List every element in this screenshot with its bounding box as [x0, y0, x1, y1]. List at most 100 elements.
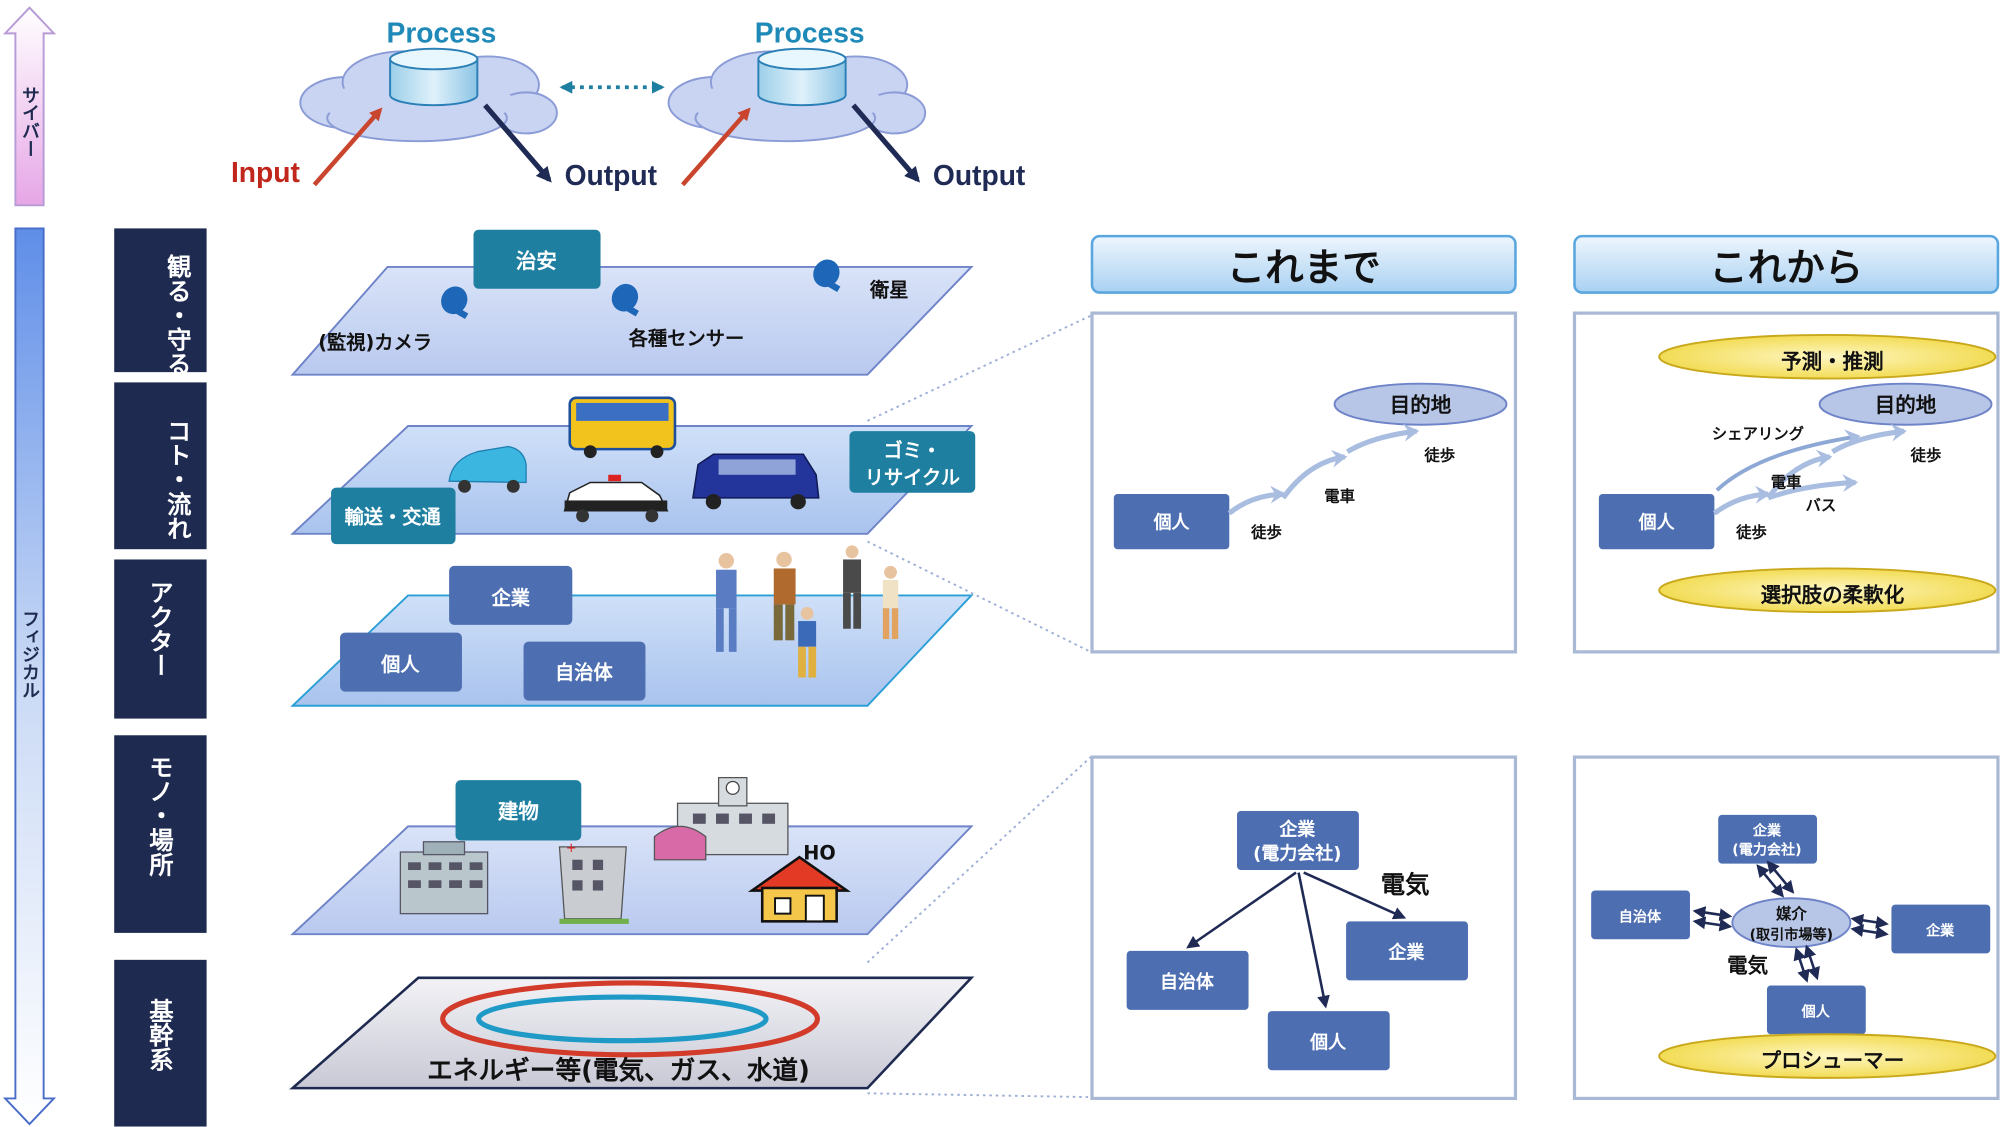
- title-after: これから: [1573, 234, 2000, 294]
- eb-power-company-text-1: 企業: [1278, 818, 1315, 840]
- eb-power-company-text-2: (電力会社): [1253, 843, 1341, 865]
- tag-transport: 輸送・交通: [331, 487, 456, 545]
- layer-label-observe: 観る・守る: [114, 228, 207, 377]
- police-car-icon: [563, 474, 669, 523]
- ma-person: 個人: [1598, 494, 1715, 550]
- database-cylinder-2: [757, 47, 847, 107]
- ma-destination: 目的地: [1818, 382, 1993, 426]
- database-cylinder-1: [389, 47, 479, 107]
- physical-side-arrow: フィジカル: [2, 227, 57, 1126]
- van-icon: [692, 453, 820, 510]
- mb-person: 個人: [1113, 494, 1230, 550]
- eb-power-company: 企業 (電力会社): [1237, 810, 1359, 871]
- ea-enterprise-text: 企業: [1925, 922, 1955, 939]
- tag-company-text: 企業: [490, 586, 530, 609]
- ma-route-arrows: [1712, 423, 1907, 516]
- ma-train: 電車: [1771, 473, 1802, 492]
- layer-label-flow-text: コト・流れ: [164, 418, 193, 540]
- tag-municipality-text: 自治体: [555, 661, 613, 684]
- ma-walk2: 徒歩: [1910, 446, 1942, 465]
- input-label: Input: [231, 156, 301, 188]
- process-label-1: Process: [387, 16, 497, 48]
- hospital-icon: +: [558, 841, 629, 924]
- layer-label-actor: アクター: [114, 559, 207, 719]
- tag-security-text: 治安: [516, 249, 557, 273]
- car-icon-cyan: [448, 445, 527, 493]
- input-arrow-1: [312, 107, 383, 187]
- svg-text:+: +: [566, 841, 577, 856]
- sensor-icon: [611, 283, 639, 317]
- eb-arrows: [1186, 871, 1407, 1009]
- physical-label: フィジカル: [19, 610, 40, 700]
- people-icon: [716, 545, 899, 678]
- process-label-2: Process: [755, 16, 865, 48]
- ma-flexible: 選択肢の柔軟化: [1658, 567, 1997, 614]
- ma-destination-text: 目的地: [1875, 393, 1937, 417]
- output-arrow-2: [851, 103, 921, 183]
- output-label-2: Output: [933, 159, 1026, 191]
- ma-sharing: シェアリング: [1712, 424, 1805, 443]
- house-icon: HO: [747, 842, 851, 923]
- eb-enterprise: 企業: [1346, 921, 1468, 981]
- ea-prosumer: プロシューマー: [1658, 1033, 1997, 1079]
- ma-walk1: 徒歩: [1735, 523, 1767, 542]
- tag-recycle-text-2: リサイクル: [865, 466, 960, 489]
- school-icon: [653, 776, 789, 861]
- ea-power-company-text-2: (電力会社): [1732, 842, 1801, 859]
- cyber-label: サイバー: [19, 86, 40, 158]
- panel-mobility-before: [1090, 311, 1518, 654]
- ma-bus: バス: [1805, 497, 1836, 515]
- eb-enterprise-text: 企業: [1387, 942, 1424, 964]
- mb-destination: 目的地: [1333, 382, 1508, 426]
- ea-broker-text-2: (取引市場等): [1750, 926, 1833, 943]
- layer-plane-thing: [290, 825, 974, 936]
- output-label-1: Output: [565, 159, 658, 191]
- infra-ring-blue: [476, 994, 769, 1044]
- output-arrow-1: [483, 103, 552, 183]
- infra-label: エネルギー等(電気、ガス、水道): [427, 1055, 810, 1086]
- layer-label-infra-text: 基幹系: [146, 998, 175, 1071]
- mb-train: 電車: [1324, 487, 1355, 506]
- ea-arrows: [1692, 860, 1889, 983]
- connector-lines: [866, 314, 1092, 1099]
- tag-individual: 個人: [340, 632, 462, 692]
- ma-flexible-text: 選択肢の柔軟化: [1761, 583, 1905, 607]
- title-before: これまで: [1090, 234, 1517, 294]
- tag-recycle-text-1: ゴミ・: [883, 439, 941, 462]
- tag-security: 治安: [473, 229, 601, 289]
- ea-power-company: 企業 (電力会社): [1718, 814, 1818, 864]
- ea-broker: 媒介 (取引市場等): [1731, 897, 1852, 948]
- layer-label-actor-text: アクター: [146, 580, 175, 678]
- title-after-text: これから: [1709, 246, 1863, 291]
- ma-forecast: 予測・推測: [1658, 333, 1997, 380]
- eb-person: 個人: [1267, 1011, 1390, 1071]
- tag-building-text: 建物: [498, 800, 539, 824]
- ea-power-company-text-1: 企業: [1752, 822, 1782, 839]
- eb-electricity: 電気: [1381, 870, 1430, 899]
- tag-company: 企業: [449, 565, 573, 625]
- svg-text:HO: HO: [803, 842, 835, 865]
- mb-person-text: 個人: [1153, 513, 1190, 534]
- mb-destination-text: 目的地: [1390, 393, 1452, 417]
- input-arrow-2: [680, 107, 751, 187]
- satellite-icon: [813, 259, 841, 293]
- ma-forecast-text: 予測・推測: [1781, 349, 1884, 373]
- camera-label: (監視)カメラ: [318, 331, 432, 354]
- mb-route-arrows: [1227, 423, 1420, 516]
- ea-enterprise: 企業: [1891, 904, 1991, 954]
- eb-municipality-text: 自治体: [1160, 971, 1215, 993]
- ea-person-text: 個人: [1801, 1003, 1831, 1020]
- layer-label-thing-text: モノ・場所: [146, 755, 175, 878]
- eb-person-text: 個人: [1309, 1032, 1346, 1053]
- infra-ring-red: [440, 980, 820, 1058]
- tag-municipality: 自治体: [523, 641, 646, 701]
- tag-building: 建物: [455, 780, 582, 841]
- ea-electricity: 電気: [1727, 954, 1769, 978]
- layer-label-infra: 基幹系: [114, 959, 207, 1127]
- ea-broker-text-1: 媒介: [1776, 905, 1807, 923]
- satellite-label: 衛星: [869, 278, 908, 301]
- layer-label-observe-text: 観る・守る: [164, 254, 193, 377]
- ea-municipality-text: 自治体: [1619, 908, 1662, 925]
- ma-person-text: 個人: [1638, 513, 1675, 534]
